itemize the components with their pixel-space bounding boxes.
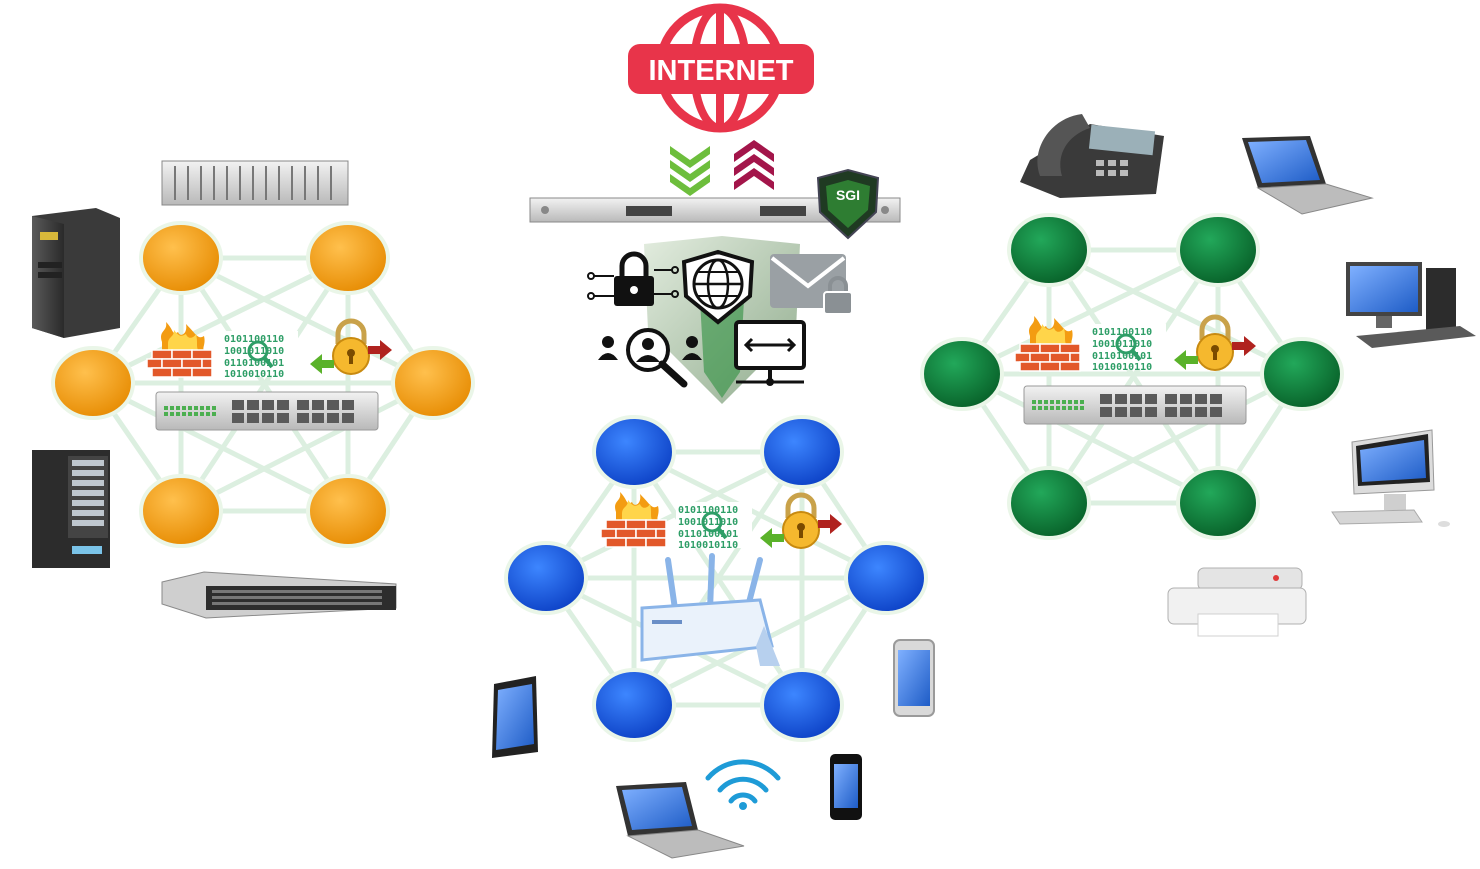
binary-scan-icon [1088, 322, 1168, 375]
laptop-icon [1242, 136, 1374, 215]
orange-node [51, 346, 135, 420]
network-switch-icon [1023, 385, 1247, 425]
left-cluster [51, 221, 475, 548]
right-cluster [920, 213, 1344, 540]
orange-node [139, 474, 223, 548]
center-cluster [504, 415, 928, 742]
printer-icon [1167, 567, 1307, 637]
padlock-icon [1174, 317, 1256, 370]
sgi-badge-text: SGI [836, 187, 860, 203]
network-switch-icon [155, 391, 379, 431]
green-node [1007, 466, 1091, 540]
right-nodes [920, 213, 1344, 540]
binary-scan-icon [674, 500, 754, 553]
blue-node [592, 668, 676, 742]
imac-icon [1331, 429, 1450, 527]
right-mesh-links [958, 247, 1306, 506]
binary-scan-icon [220, 329, 300, 382]
orange-node [391, 346, 475, 420]
left-nodes [51, 221, 475, 548]
orange-node [139, 221, 223, 295]
upload-arrow-icon [734, 140, 774, 190]
green-node [1176, 213, 1260, 287]
mobile-phone-icon [830, 754, 862, 820]
tower-server-icon [32, 208, 120, 338]
laptop-icon [616, 782, 745, 859]
wifi-router-icon [640, 553, 780, 666]
lock-icon [587, 251, 679, 306]
rack-unit-server-icon [161, 571, 397, 619]
rack-server-icon [161, 160, 349, 206]
green-node [1176, 466, 1260, 540]
wifi-icon [705, 759, 781, 810]
center-nodes [504, 415, 928, 742]
download-arrow-icon [670, 146, 710, 196]
sgi-shield-icon: SGI [816, 168, 880, 240]
left-mesh-links [89, 255, 437, 514]
center-mesh-links [542, 449, 890, 708]
tablet-icon [492, 676, 538, 758]
security-services-panel [587, 236, 853, 404]
ip-phone-icon [1020, 114, 1164, 198]
network-exchange-icon [734, 320, 806, 386]
internet-globe-icon: INTERNET [628, 3, 814, 133]
blue-node [504, 541, 588, 615]
globe-shield-icon [681, 249, 755, 325]
internet-label: INTERNET [649, 55, 794, 87]
orange-node [306, 221, 390, 295]
blue-node [760, 668, 844, 742]
blue-node [592, 415, 676, 489]
blue-node [760, 415, 844, 489]
smartphone-icon [893, 639, 935, 717]
encrypted-mail-icon [770, 254, 853, 315]
user-search-icon [598, 328, 702, 388]
orange-node [306, 474, 390, 548]
green-node [1007, 213, 1091, 287]
green-node [1260, 337, 1344, 411]
blue-node [844, 541, 928, 615]
blade-server-icon [32, 450, 110, 568]
desktop-computer-icon [1346, 262, 1476, 348]
green-node [920, 337, 1004, 411]
